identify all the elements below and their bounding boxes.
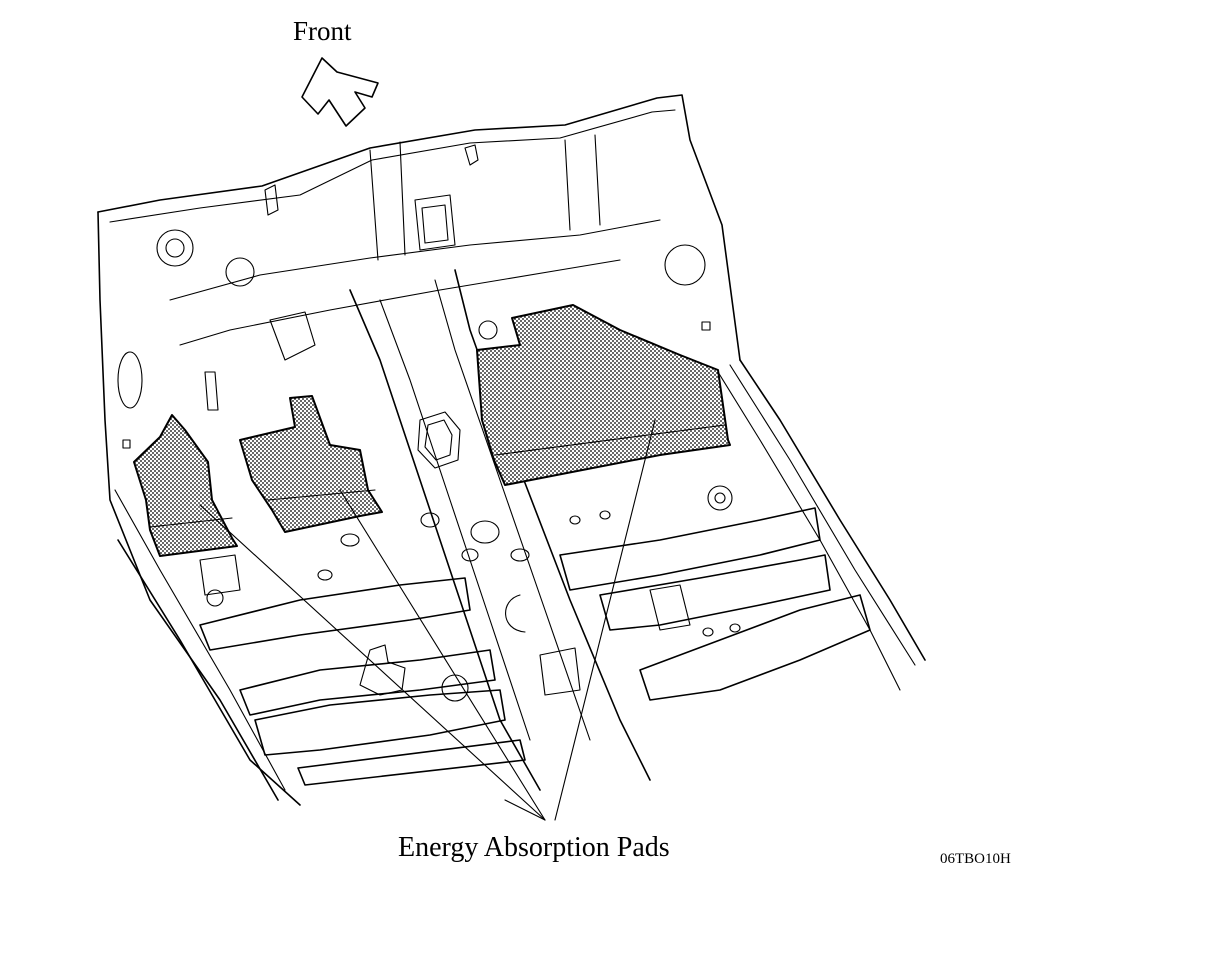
pad-left-outer [133, 414, 238, 557]
energy-absorption-pads-label: Energy Absorption Pads [398, 832, 670, 863]
figure-code-label: 06TBO10H [940, 851, 1011, 867]
pad-left-inner [239, 395, 383, 533]
front-arrow-icon [301, 57, 379, 127]
front-label: Front [293, 16, 352, 46]
floor-pan-outline [97, 94, 926, 806]
callout-leader-lines [199, 419, 656, 821]
pad-right [476, 304, 731, 486]
energy-absorption-pads [133, 304, 731, 557]
